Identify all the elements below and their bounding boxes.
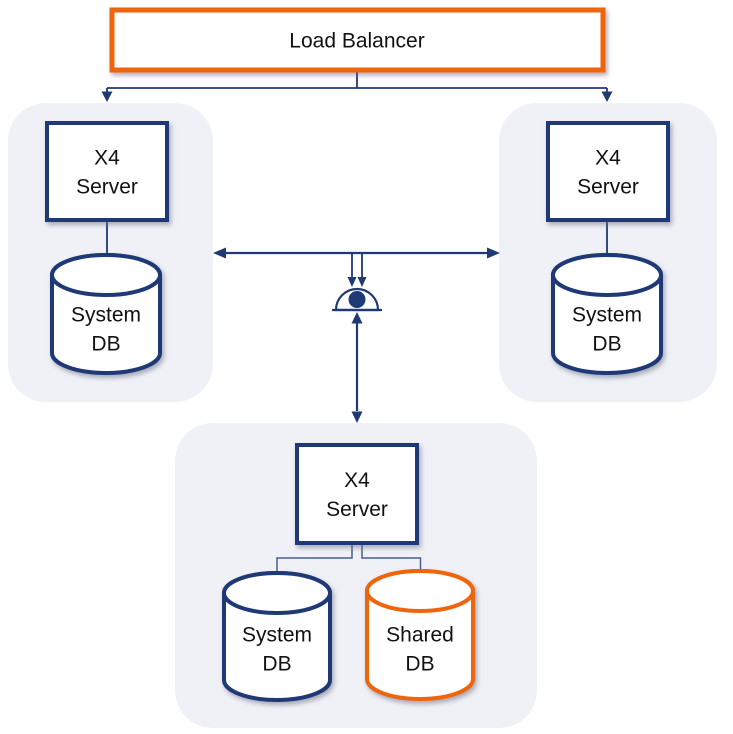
server-node-left: X4 Server	[45, 121, 169, 222]
server-left-label-line2: Server	[76, 176, 138, 199]
arrowhead-right-to-right-cluster	[487, 247, 500, 259]
db-shared-bottom-label-line1: Shared	[386, 624, 454, 647]
server-box-bottom	[295, 443, 419, 545]
arrowhead-up-to-junction	[351, 312, 363, 324]
db-cylinder-top-left	[50, 253, 162, 297]
db-system-bottom-label-line2: DB	[262, 653, 291, 676]
server-node-right: X4 Server	[546, 121, 670, 222]
connector-bottom-server-to-dbs	[276, 543, 422, 572]
server-right-label-line1: X4	[595, 147, 621, 170]
merge-junction-icon	[332, 287, 382, 312]
arrowhead-down-to-right-server	[601, 91, 613, 102]
arrowhead-down-to-bottom-cluster	[351, 411, 363, 423]
system-db-cylinder-right: System DB	[551, 253, 663, 375]
server-bottom-label-line2: Server	[326, 498, 388, 521]
db-left-label-line1: System	[71, 304, 141, 327]
arrowhead-left-to-left-cluster	[213, 247, 226, 259]
server-right-label-line2: Server	[577, 176, 639, 199]
server-box-left	[45, 121, 169, 222]
db-shared-bottom-label-line2: DB	[405, 653, 434, 676]
db-left-label-line2: DB	[91, 333, 120, 356]
junction-dot	[348, 291, 366, 308]
db-right-label-line1: System	[572, 304, 642, 327]
server-node-bottom: X4 Server	[295, 443, 419, 545]
arrowhead-junction-right	[357, 277, 367, 287]
server-left-label-line1: X4	[94, 147, 120, 170]
server-box-right	[546, 121, 670, 222]
db-right-label-line2: DB	[592, 333, 621, 356]
shared-db-cylinder-bottom: Shared DB	[365, 569, 475, 701]
db-system-bottom-label-line1: System	[242, 624, 312, 647]
server-bottom-label-line1: X4	[344, 469, 370, 492]
system-db-cylinder-bottom: System DB	[222, 571, 332, 702]
arrowhead-junction-left	[347, 277, 357, 287]
db-cylinder-top-right	[551, 253, 663, 297]
connector-lb-branch	[106, 70, 608, 93]
db-cylinder-top-bottom-system	[222, 571, 332, 615]
connector-stubs-into-junction	[351, 253, 363, 277]
system-db-cylinder-left: System DB	[50, 253, 162, 375]
arrowhead-down-to-left-server	[101, 91, 113, 102]
load-balancer-node: Load Balancer	[109, 7, 606, 73]
load-balancer-label: Load Balancer	[289, 30, 424, 53]
db-cylinder-top-bottom-shared	[365, 569, 475, 613]
load-balancer-box	[109, 7, 606, 73]
